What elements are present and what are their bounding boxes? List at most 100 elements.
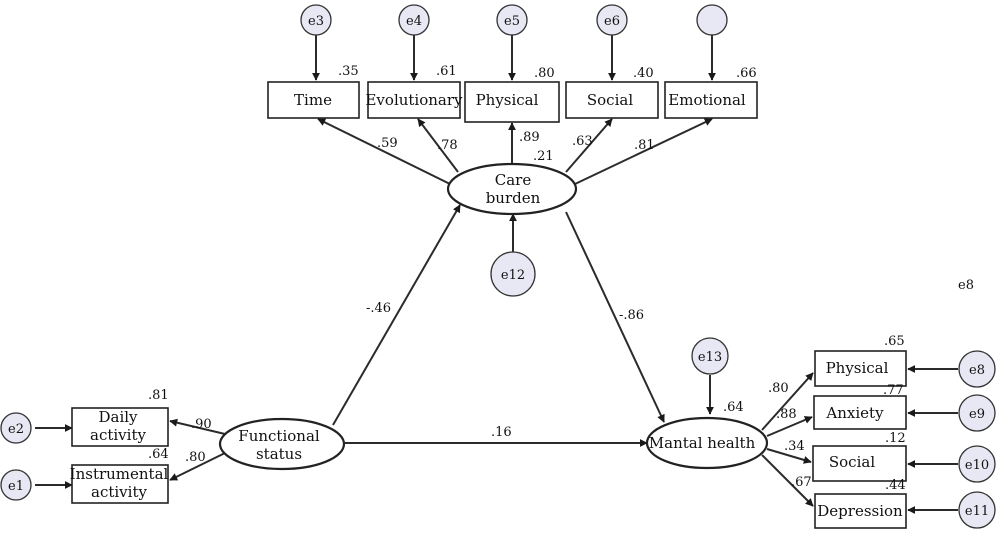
loading-social-cb: .63	[572, 134, 593, 149]
error-e10: e10	[958, 445, 996, 483]
indicator-time: Time .35	[267, 64, 360, 119]
arrow-cb-time	[317, 118, 451, 185]
latent-care-burden: Care burden .21	[446, 149, 578, 216]
loading-time: .59	[377, 136, 398, 151]
error-e4-label: e4	[406, 14, 422, 29]
indicator-depression: Depression .44	[814, 478, 907, 529]
error-e3-label: e3	[308, 14, 324, 29]
arrow-mh-anxiety	[766, 416, 813, 437]
loading-daily-activity: .90	[191, 417, 212, 432]
r2-mental-health: .64	[723, 400, 744, 415]
indicator-social-cb: Social .40	[565, 66, 659, 119]
error-e1-label: e1	[8, 479, 24, 494]
indicator-evolutionary: Evolutionary .61	[365, 64, 463, 119]
r2-instrumental-activity: .64	[148, 447, 169, 462]
functional-status-label-line2: status	[256, 445, 302, 463]
indicator-physical-mh-label: Physical	[826, 359, 889, 377]
arrow-mh-depression	[761, 454, 814, 507]
error-e13: e13	[691, 337, 729, 375]
loading-instrumental-activity: .80	[185, 450, 206, 465]
latent-functional-status: Functional status	[218, 417, 346, 471]
indicator-social-cb-label: Social	[587, 91, 633, 109]
error-e12-label: e12	[501, 268, 525, 283]
indicator-social-mh: Social .12	[812, 431, 907, 482]
error-e8-label: e8	[969, 363, 985, 378]
indicator-physical-cb: Physical .80	[464, 66, 560, 123]
arrow-cb-social	[565, 118, 613, 173]
loading-emotional: .81	[634, 138, 655, 153]
arrow-fs-cb	[332, 204, 461, 426]
arrow-fs-daily	[169, 418, 226, 435]
r2-evolutionary: .61	[436, 64, 457, 79]
error-e1: e1	[0, 469, 32, 501]
mental-health-indicators: Physical .65 Anxiety .77 Social .12 Depr…	[768, 334, 907, 529]
indicator-evolutionary-label: Evolutionary	[365, 91, 463, 109]
error-e4: e4	[398, 4, 430, 36]
error-e5-label: e5	[504, 14, 520, 29]
error-e3: e3	[300, 4, 332, 36]
error-e12: e12	[490, 251, 536, 297]
error-e11: e11	[958, 491, 996, 529]
daily-activity-label-line1: Daily	[98, 408, 138, 426]
error-e5: e5	[496, 4, 528, 36]
arrow-mh-physical	[761, 372, 814, 431]
arrow-cb-mh	[565, 211, 665, 423]
path-fs-mh-coef: .16	[491, 425, 512, 440]
r2-depression: .44	[885, 478, 906, 493]
error-e9: e9	[958, 394, 996, 432]
error-e2: e2	[0, 412, 32, 444]
error-e2-label: e2	[8, 422, 24, 437]
indicator-social-mh-label: Social	[829, 453, 875, 471]
r2-time: .35	[338, 64, 359, 79]
care-burden-indicators: Time .35 Evolutionary .61 Physical .80 S…	[267, 64, 758, 123]
indicator-anxiety: Anxiety .77	[813, 383, 907, 430]
care-burden-loadings: .59 .78 .89 .63 .81	[377, 130, 655, 153]
loading-physical-cb: .89	[519, 130, 540, 145]
care-burden-label-line2: burden	[486, 189, 541, 207]
functional-status-indicators: Daily activity .81 Instrumental activity…	[70, 388, 212, 504]
arrows	[35, 35, 958, 514]
mental-health-label: Mantal health	[649, 434, 756, 452]
stray-e8-label: e8	[958, 278, 974, 293]
error-e13-label: e13	[698, 350, 722, 365]
latent-mental-health: Mantal health .64	[645, 400, 769, 470]
arrow-fs-instrumental	[169, 452, 226, 481]
indicator-emotional: Emotional .66	[664, 66, 758, 119]
indicator-physical-cb-label: Physical	[476, 91, 539, 109]
error-e10-label: e10	[965, 458, 989, 473]
instrumental-activity-label-line2: activity	[91, 483, 147, 501]
arrow-cb-emotional	[574, 118, 713, 185]
r2-anxiety: .77	[883, 383, 904, 398]
indicator-anxiety-label: Anxiety	[825, 404, 884, 422]
arrow-mh-social	[766, 448, 812, 464]
indicator-depression-label: Depression	[817, 502, 903, 520]
r2-physical-mh: .65	[884, 334, 905, 349]
care-burden-label-line1: Care	[495, 171, 532, 189]
top-errors: e3 e4 e5 e6	[300, 4, 728, 36]
indicator-physical-mh: Physical .65	[814, 334, 907, 387]
loading-depression: .67	[791, 475, 812, 490]
path-cb-mh-coef: -.86	[619, 308, 644, 323]
indicator-instrumental-activity: Instrumental activity .64	[70, 447, 169, 504]
r2-social-cb: .40	[633, 66, 654, 81]
error-e6-label: e6	[604, 14, 620, 29]
error-e11-label: e11	[965, 504, 989, 519]
loading-social-mh: .34	[784, 439, 805, 454]
r2-daily-activity: .81	[148, 388, 169, 403]
r2-physical-cb: .80	[534, 66, 555, 81]
instrumental-activity-label-line1: Instrumental	[70, 465, 169, 483]
functional-status-label-line1: Functional	[238, 427, 320, 445]
loading-evolutionary: .78	[437, 138, 458, 153]
r2-social-mh: .12	[885, 431, 906, 446]
indicator-daily-activity: Daily activity .81	[71, 388, 169, 447]
daily-activity-label-line2: activity	[90, 426, 146, 444]
loading-physical-mh: .80	[768, 381, 789, 396]
path-fs-cb-coef: -.46	[366, 301, 391, 316]
error-e7	[696, 4, 728, 36]
indicator-emotional-label: Emotional	[668, 91, 746, 109]
r2-care-burden: .21	[533, 149, 554, 164]
error-e9-label: e9	[969, 407, 985, 422]
indicator-time-label: Time	[294, 91, 332, 109]
arrow-cb-evolutionary	[417, 118, 459, 173]
